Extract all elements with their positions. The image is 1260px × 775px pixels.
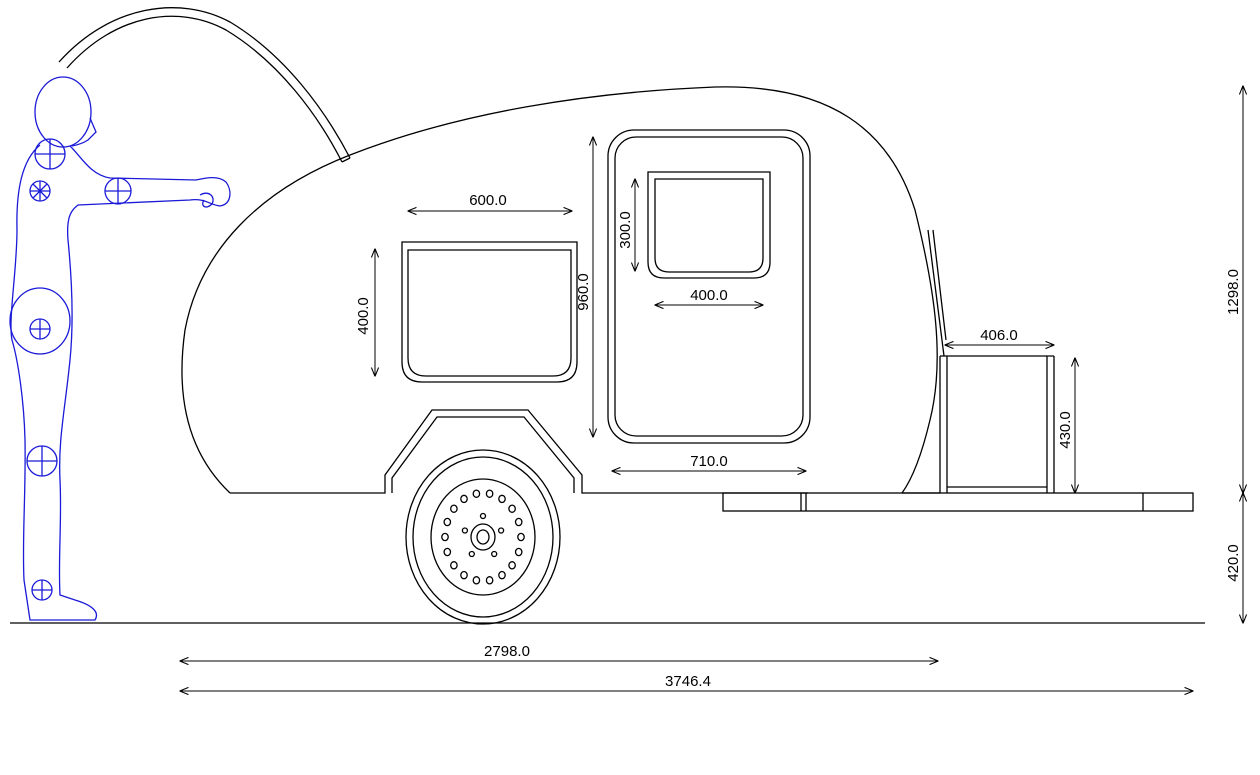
dim-galley-height: 430.0 xyxy=(1057,411,1074,449)
wheel-hole xyxy=(517,532,525,542)
dim-door-width: 710.0 xyxy=(690,453,728,470)
wheel xyxy=(405,449,561,625)
wheel-hole xyxy=(472,576,481,585)
dim-window-height: 400.0 xyxy=(355,297,372,335)
wheel-hole xyxy=(441,532,449,542)
wheel-hole xyxy=(460,570,468,580)
wheel-hole xyxy=(514,517,523,527)
wheel-hole xyxy=(508,561,516,570)
dim-window-width: 600.0 xyxy=(469,192,507,209)
dimension-labels: 600.0 400.0 960.0 300.0 400.0 710.0 406.… xyxy=(355,192,1242,690)
wheel-hole xyxy=(450,504,458,513)
wheel-hole xyxy=(460,494,468,504)
wheel-hole xyxy=(443,517,452,527)
dim-door-window-width: 400.0 xyxy=(690,287,728,304)
wheel-hole xyxy=(443,547,452,557)
wheel-bolt xyxy=(497,527,505,534)
dim-overall-length: 3746.4 xyxy=(665,673,711,690)
trailer-body xyxy=(181,86,940,494)
wheel-hole xyxy=(498,494,506,504)
dim-body-height: 1298.0 xyxy=(1225,269,1242,315)
dim-door-window-height: 300.0 xyxy=(617,211,634,249)
wheel-bolt xyxy=(461,527,469,534)
galley-box xyxy=(927,229,1055,493)
wheel-bolt xyxy=(468,550,475,558)
hatch-lid xyxy=(58,7,351,163)
wheel-hole xyxy=(485,489,494,498)
dim-door-height: 960.0 xyxy=(575,273,592,311)
wheel-hole xyxy=(485,576,494,585)
door xyxy=(607,129,811,444)
dim-galley-width: 406.0 xyxy=(980,327,1018,344)
wheel-hole xyxy=(514,547,523,557)
wheel-bolt xyxy=(479,512,487,520)
dim-ground-clearance: 420.0 xyxy=(1225,544,1242,582)
chassis-beam xyxy=(722,492,1194,512)
side-window xyxy=(401,241,578,383)
wheel-hole xyxy=(508,504,516,513)
wheel-hole xyxy=(450,561,458,570)
human-figure xyxy=(9,76,231,621)
wheel-bolt xyxy=(491,550,498,558)
wheel-hole xyxy=(498,570,506,580)
wheel-hole xyxy=(472,489,481,498)
dimension-lines xyxy=(180,86,1243,691)
dim-body-length: 2798.0 xyxy=(484,643,530,660)
